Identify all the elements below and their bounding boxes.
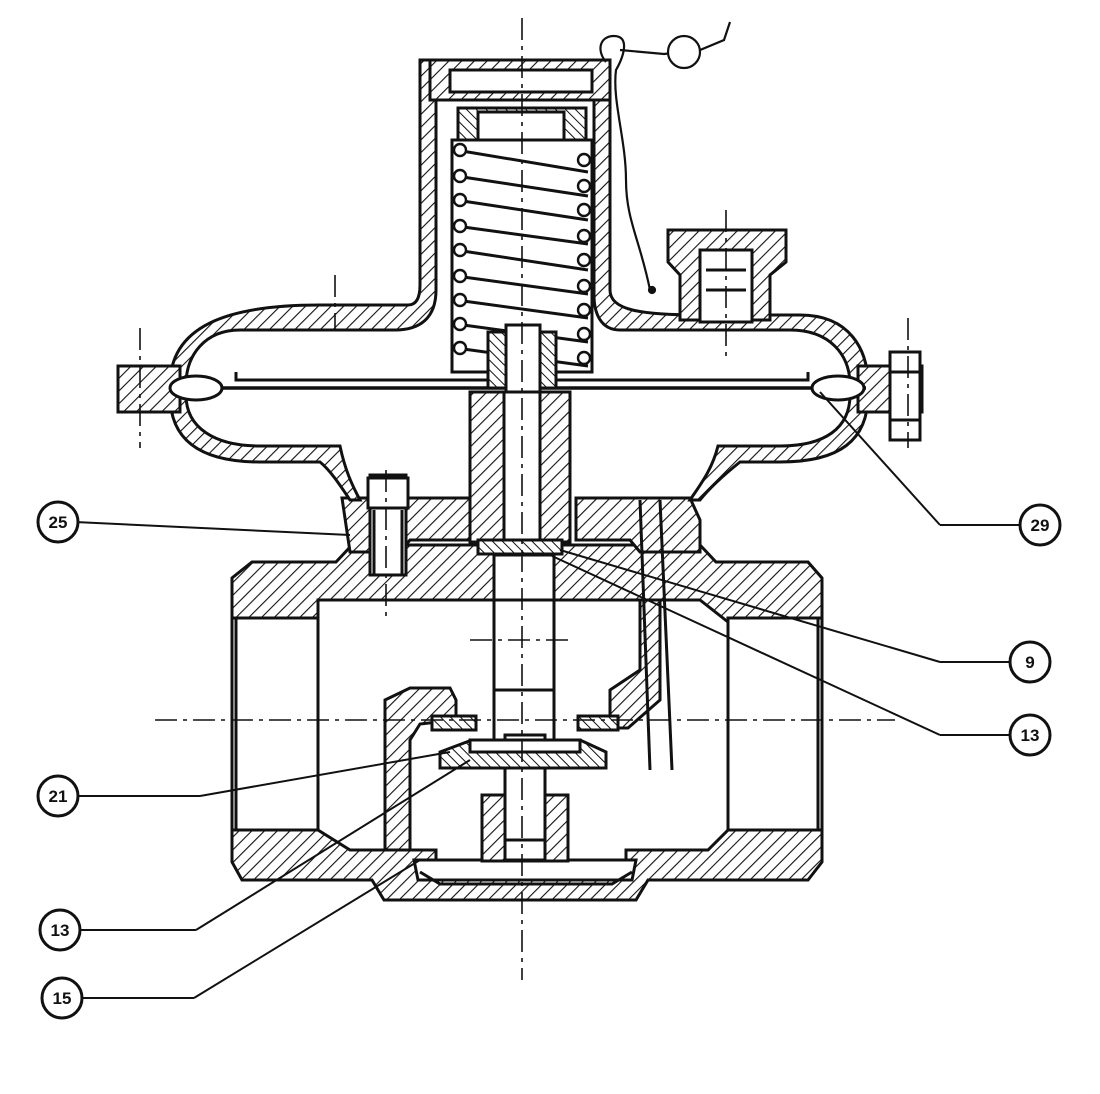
callouts: 25 29 9 13 21 13 15 (36, 500, 1062, 1020)
callout-13-lower: 13 (38, 908, 82, 952)
center-lines (139, 18, 909, 980)
callout-label: 29 (1031, 516, 1050, 535)
callout-15: 15 (40, 976, 84, 1020)
leader-13a-b (551, 555, 941, 736)
callout-circle (36, 500, 80, 544)
callout-label: 13 (51, 921, 70, 940)
callout-25: 25 (36, 500, 80, 544)
leader-21-b (199, 751, 451, 797)
leader-9-b (559, 549, 941, 663)
callout-label: 25 (49, 513, 68, 532)
callout-label: 9 (1025, 653, 1034, 672)
callout-9: 9 (1008, 640, 1052, 684)
callout-29: 29 (1018, 503, 1062, 547)
valve-stem (438, 553, 608, 842)
callout-21: 21 (36, 774, 80, 818)
leader-15-b (193, 859, 421, 999)
callout-label: 21 (49, 787, 68, 806)
leader-25 (74, 521, 351, 536)
callout-label: 15 (53, 989, 72, 1008)
callout-label: 13 (1021, 726, 1040, 745)
valve-body (230, 543, 824, 902)
leader-lines (74, 391, 1020, 999)
callout-13-upper: 13 (1008, 713, 1052, 757)
bonnet-neck (340, 473, 702, 771)
leader-29-b (819, 391, 941, 526)
callout-circle (1008, 640, 1052, 684)
callout-circle (38, 908, 82, 952)
callout-circle (40, 976, 84, 1020)
seal-wire (599, 21, 732, 295)
callout-circle (1018, 503, 1062, 547)
callout-circle (36, 774, 80, 818)
callout-circle (1008, 713, 1052, 757)
leader-13b-b (195, 759, 471, 931)
